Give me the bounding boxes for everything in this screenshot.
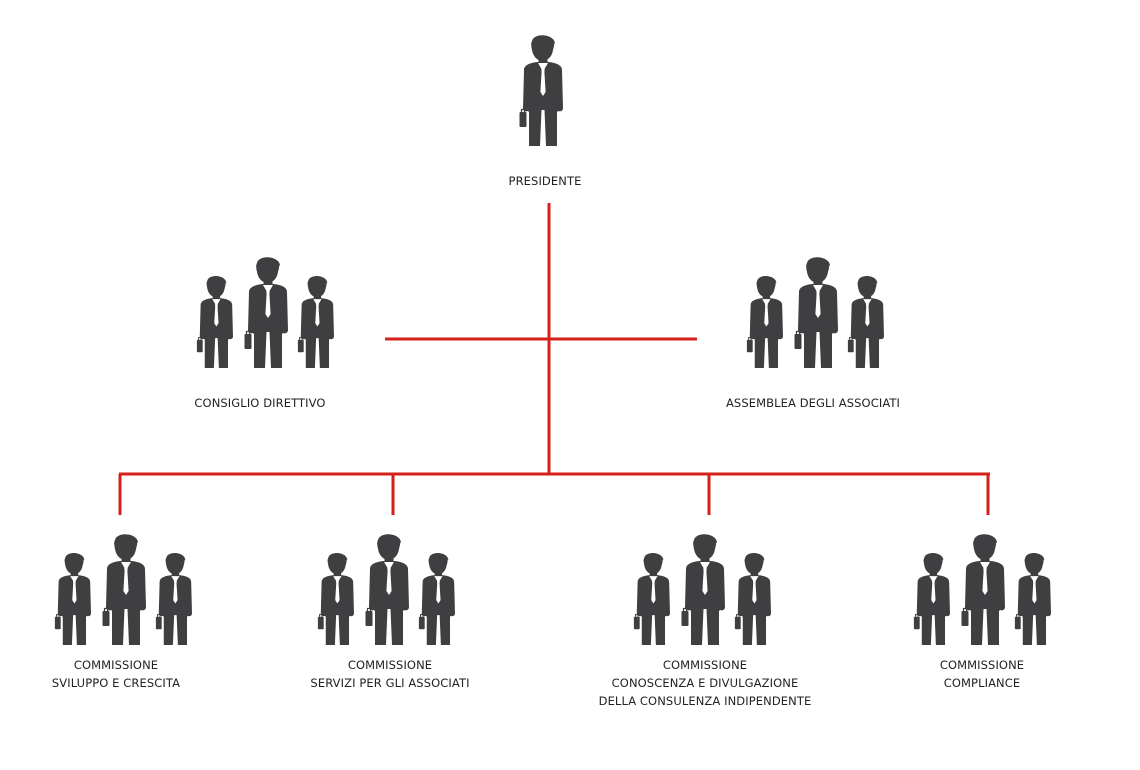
label-line: COMMISSIONE [347,658,433,672]
node-label-assembly: ASSEMBLEA DEGLI ASSOCIATI [653,394,973,412]
label-line: PRESIDENTE [508,174,582,188]
node-label-committee-2: COMMISSIONE SERVIZI PER GLI ASSOCIATI [230,656,550,692]
label-line: SERVIZI PER GLI ASSOCIATI [310,676,470,690]
label-line: CONOSCENZA E DIVULGAZIONE [611,676,799,690]
node-label-committee-1: COMMISSIONE SVILUPPO E CRESCITA [0,656,276,692]
label-line: COMMISSIONE [662,658,748,672]
node-label-president: PRESIDENTE [385,172,705,190]
label-line: COMMISSIONE [939,658,1025,672]
label-line: ASSEMBLEA DEGLI ASSOCIATI [725,396,901,410]
label-line: COMPLIANCE [943,676,1021,690]
businessman-icon [519,35,563,146]
node-label-committee-3: COMMISSIONE CONOSCENZA E DIVULGAZIONE DELL… [545,656,865,710]
node-label-committee-4: COMMISSIONE COMPLIANCE [822,656,1140,692]
label-line: DELLA CONSULENZA INDIPENDENTE [598,694,812,708]
business-group-icon [913,534,1051,645]
node-label-board: CONSIGLIO DIRETTIVO [100,394,420,412]
label-line: SVILUPPO E CRESCITA [51,676,181,690]
label-line: CONSIGLIO DIRETTIVO [194,396,326,410]
business-group-icon [746,257,884,368]
business-group-icon [196,257,334,368]
business-group-icon [317,534,455,645]
business-group-icon [633,534,771,645]
label-line: COMMISSIONE [73,658,159,672]
business-group-icon [54,534,192,645]
